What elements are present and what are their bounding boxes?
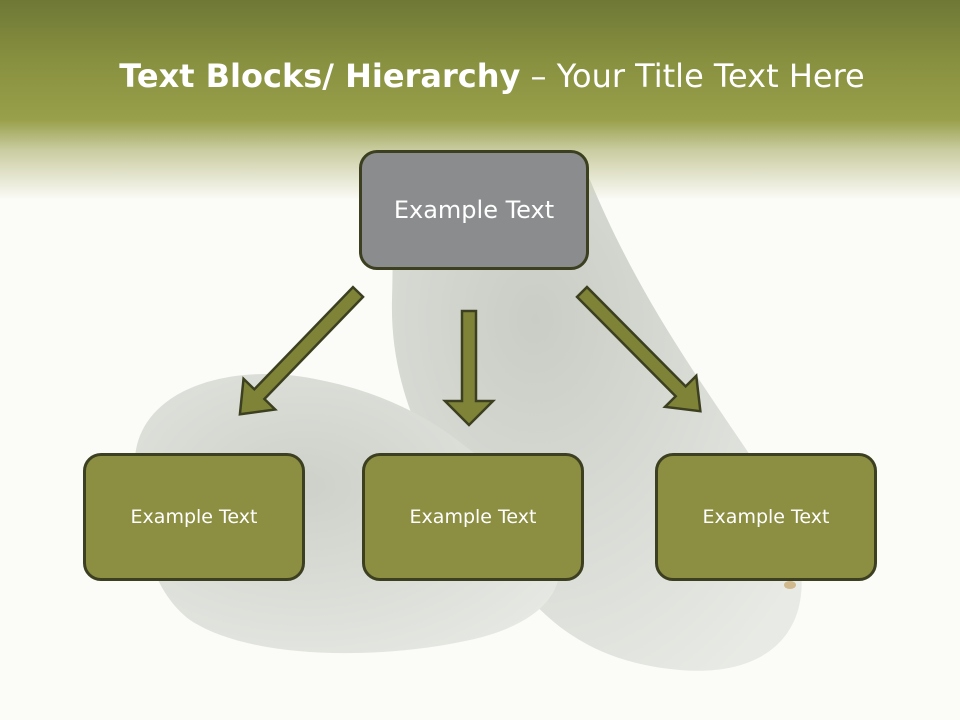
arrow-down-right-icon — [575, 285, 702, 413]
child-box-center: Example Text — [362, 453, 584, 581]
child-box-left-label: Example Text — [130, 506, 258, 528]
title-rest-part: – Your Title Text Here — [520, 57, 865, 95]
child-box-left: Example Text — [83, 453, 305, 581]
arrow-down-left-icon — [238, 285, 365, 416]
child-box-right-label: Example Text — [702, 506, 830, 528]
arrow-down-icon — [441, 309, 497, 427]
child-box-center-label: Example Text — [409, 506, 537, 528]
top-level-box-label: Example Text — [393, 196, 555, 224]
title-bold-part: Text Blocks/ Hierarchy — [119, 57, 521, 95]
slide-title: Text Blocks/ Hierarchy – Your Title Text… — [0, 52, 960, 100]
child-box-right: Example Text — [655, 453, 877, 581]
top-level-box: Example Text — [359, 150, 589, 270]
